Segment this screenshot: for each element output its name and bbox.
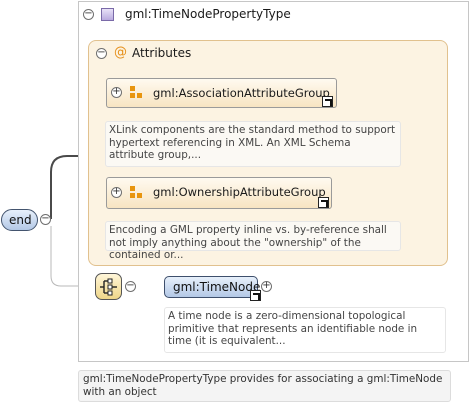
attribute-group-1-description: XLink components are the standard method…: [105, 121, 401, 167]
expand-timenode-button[interactable]: +: [261, 280, 272, 292]
attributes-label: Attributes: [132, 46, 192, 60]
complex-type-icon: [101, 8, 114, 21]
attribute-group-2-description: Encoding a GML property inline vs. by-re…: [105, 221, 401, 261]
timenode-link-icon[interactable]: [250, 290, 261, 301]
collapse-sequence-button[interactable]: −: [125, 280, 136, 292]
sequence-compositor[interactable]: [95, 273, 122, 300]
expand-attribute-group-2-button[interactable]: +: [111, 186, 122, 198]
connector-to-sequence: [50, 226, 96, 287]
root-element-box[interactable]: end: [1, 209, 38, 231]
attribute-group-1-box[interactable]: [106, 78, 337, 108]
attribute-group-2-link-icon[interactable]: [318, 197, 329, 208]
timenode-element-box[interactable]: gml:TimeNode: [164, 276, 261, 298]
timenode-description: A time node is a zero-dimensional topolo…: [164, 307, 446, 353]
attribute-group-1-icon: [130, 86, 143, 99]
attribute-group-1-name: gml:AssociationAttributeGroup: [153, 86, 330, 100]
expand-attribute-group-1-button[interactable]: +: [111, 86, 122, 98]
root-element-name: end: [9, 213, 32, 227]
collapse-root-button[interactable]: −: [40, 213, 51, 225]
collapse-attributes-button[interactable]: −: [96, 47, 107, 59]
collapse-type-button[interactable]: −: [83, 8, 94, 20]
attribute-group-2-box[interactable]: [106, 177, 332, 209]
attribute-group-2-icon: [130, 186, 143, 199]
type-name: gml:TimeNodePropertyType: [125, 7, 291, 21]
attribute-group-2-name: gml:OwnershipAttributeGroup: [153, 185, 326, 199]
connector-to-attributes: [50, 155, 107, 219]
sequence-icon: [100, 278, 117, 296]
attributes-at-icon: @: [114, 45, 127, 60]
attribute-group-1-link-icon[interactable]: [322, 96, 333, 107]
timenode-element-name: gml:TimeNode: [173, 280, 261, 294]
type-description: gml:TimeNodePropertyType provides for as…: [78, 370, 451, 402]
